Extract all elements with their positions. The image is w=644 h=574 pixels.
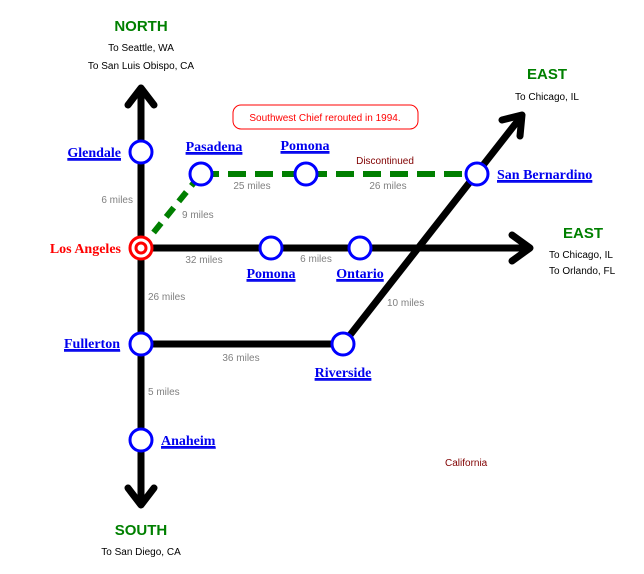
east-lower-title: EAST (563, 225, 603, 242)
south-destination-1: To San Diego, CA (101, 547, 181, 558)
north-destination-1: To Seattle, WA (108, 43, 174, 54)
distance-la-pomona: 32 miles (185, 255, 222, 266)
distance-pomona-sanbernardino: 26 miles (369, 181, 406, 192)
hub-inner-ring (134, 241, 148, 255)
east-upper-title: EAST (527, 66, 567, 83)
distance-fullerton-anaheim: 5 miles (148, 387, 180, 398)
northeast-arrowhead (498, 111, 526, 140)
label-fullerton[interactable]: Fullerton (64, 337, 120, 352)
station-anaheim[interactable] (128, 427, 154, 453)
label-glendale[interactable]: Glendale (67, 146, 121, 161)
state-label: California (445, 458, 488, 469)
label-anaheim[interactable]: Anaheim (161, 434, 216, 449)
distance-la-pasadena: 9 miles (182, 210, 214, 221)
station-pomona-upper[interactable] (293, 161, 319, 187)
distance-la-fullerton: 26 miles (148, 292, 185, 303)
discontinued-label: Discontinued (356, 156, 414, 167)
label-ontario[interactable]: Ontario (336, 267, 383, 282)
east-upper-destination-1: To Chicago, IL (515, 92, 579, 103)
reroute-note-text: Southwest Chief rerouted in 1994. (249, 113, 400, 124)
distance-fullerton-riverside: 36 miles (222, 353, 259, 364)
label-pomona-upper[interactable]: Pomona (281, 139, 330, 154)
station-pasadena[interactable] (188, 161, 214, 187)
distance-pomona-ontario: 6 miles (300, 254, 332, 265)
east-lower-destination-1: To Chicago, IL (549, 250, 613, 261)
la-pasadena-discontinued-track (138, 172, 204, 250)
station-san-bernardino[interactable] (464, 161, 490, 187)
east-lower-destination-2: To Orlando, FL (549, 266, 616, 277)
reroute-note-box (232, 104, 419, 130)
east-arrowhead (508, 231, 534, 265)
station-riverside[interactable] (330, 331, 356, 357)
north-destination-2: To San Luis Obispo, CA (88, 61, 194, 72)
south-title: SOUTH (115, 522, 168, 539)
distance-la-glendale: 6 miles (101, 195, 133, 206)
label-riverside[interactable]: Riverside (315, 366, 372, 381)
stations (128, 139, 490, 453)
north-arrowhead (124, 84, 158, 109)
south-arrowhead (124, 484, 158, 509)
riverside-northeast-track (340, 115, 523, 347)
distance-pasadena-pomona: 25 miles (233, 181, 270, 192)
label-pasadena[interactable]: Pasadena (186, 140, 243, 155)
label-san-bernardino[interactable]: San Bernardino (497, 168, 592, 183)
station-glendale[interactable] (128, 139, 154, 165)
station-pomona-lower[interactable] (258, 235, 284, 261)
distance-riverside-sanbernardino: 10 miles (387, 298, 424, 309)
station-fullerton[interactable] (128, 331, 154, 357)
station-ontario[interactable] (347, 235, 373, 261)
label-los-angeles: Los Angeles (50, 242, 122, 257)
reroute-note: Southwest Chief rerouted in 1994. (232, 104, 419, 130)
label-pomona-lower[interactable]: Pomona (247, 267, 296, 282)
hub-los-angeles[interactable] (128, 235, 154, 261)
north-title: NORTH (114, 18, 167, 35)
